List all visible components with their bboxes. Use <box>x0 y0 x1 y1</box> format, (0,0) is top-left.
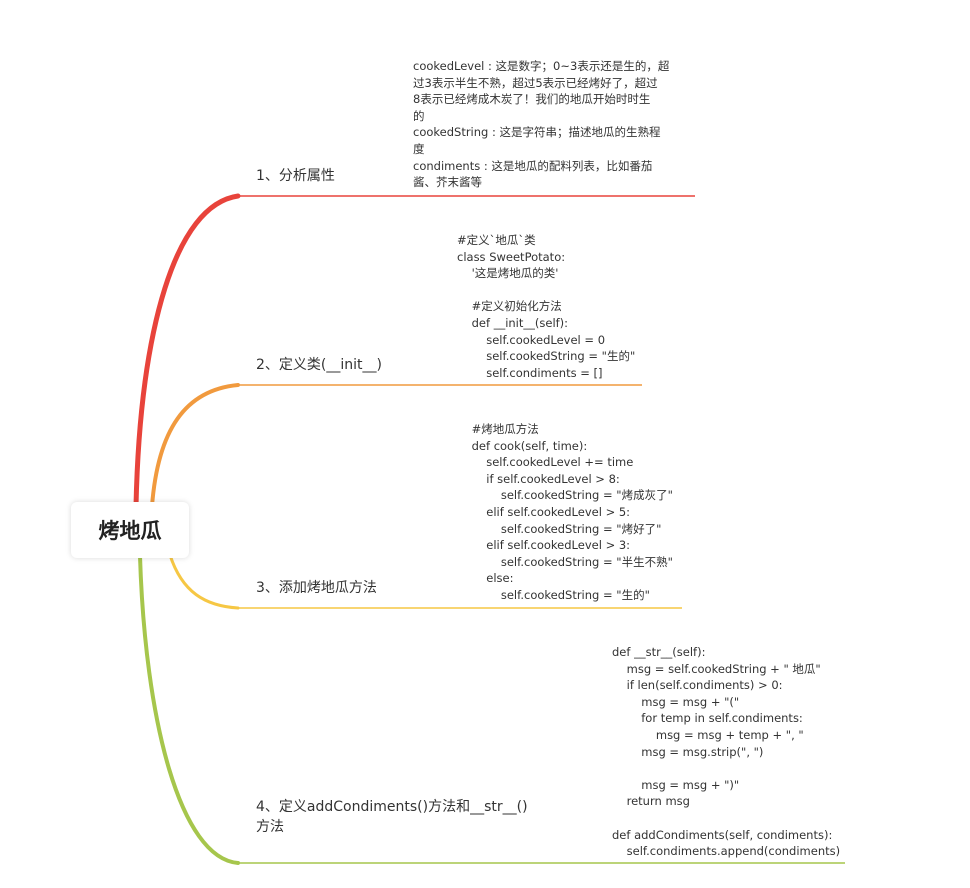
note-line: self.condiments = [] <box>457 365 603 380</box>
note-line: self.cookedString = "烤好了" <box>457 521 662 536</box>
note-line: 度 <box>413 141 425 156</box>
note-line: else: <box>457 571 514 586</box>
note-line: self.condiments.append(condiments) <box>612 844 841 859</box>
connector-branch-1 <box>133 193 241 509</box>
note-line: class SweetPotato: <box>457 249 566 264</box>
note-line: def cook(self, time): <box>457 438 588 453</box>
note-line: 8表示已经烤成木炭了！我们的地瓜开始时时生 <box>413 92 651 107</box>
note-line: self.cookedLevel = 0 <box>457 332 606 347</box>
connector-branch-2 <box>150 383 240 508</box>
note-line <box>457 282 635 299</box>
note-line: for temp in self.condiments: <box>612 711 803 726</box>
note-line: msg = msg + ")" <box>612 777 740 792</box>
note-line: elif self.cookedLevel > 3: <box>457 538 631 553</box>
root-node[interactable]: 烤地瓜 <box>71 502 189 558</box>
note-line: msg = msg + temp + ", " <box>612 727 804 742</box>
note-line: def __str__(self): <box>612 645 706 659</box>
note-line: if len(self.condiments) > 0: <box>612 678 783 693</box>
note-line: self.cookedLevel += time <box>457 455 634 470</box>
branch-3-note: #烤地瓜方法 def cook(self, time): self.cooked… <box>457 421 673 604</box>
note-line: msg = msg + "(" <box>612 694 740 709</box>
branch-label-line-1: 4、定义addCondiments()方法和__str__() <box>256 799 528 815</box>
note-line: if self.cookedLevel > 8: <box>457 471 620 486</box>
note-line: #烤地瓜方法 <box>457 422 539 436</box>
note-line: return msg <box>612 794 690 809</box>
note-line: def addCondiments(self, condiments): <box>612 827 833 842</box>
note-line: cookedString : 这是字符串；描述地瓜的生熟程 <box>413 125 661 140</box>
note-line: #定义初始化方法 <box>457 299 562 314</box>
note-line: msg = self.cookedString + " 地瓜" <box>612 661 821 676</box>
branch-label-line-2: 方法 <box>256 819 284 835</box>
branch-label: 2、定义类(__init__) <box>256 357 382 373</box>
note-line: #定义`地瓜`类 <box>457 233 536 247</box>
branch-1-note: cookedLevel : 这是数字；0~3表示还是生的，超 过3表示半生不熟，… <box>413 58 698 191</box>
note-line: cookedLevel : 这是数字；0~3表示还是生的，超 <box>413 59 670 73</box>
connector-branch-3 <box>168 553 240 610</box>
note-line: 过3表示半生不熟，超过5表示已经烤好了，超过 <box>413 75 658 90</box>
note-line: self.cookedString = "生的" <box>457 587 650 602</box>
branch-node-4[interactable]: 4、定义addCondiments()方法和__str__() 方法 <box>256 797 528 837</box>
note-line: self.cookedString = "烤成灰了" <box>457 488 673 503</box>
note-line: def __init__(self): <box>457 315 569 330</box>
note-line: 的 <box>413 108 425 123</box>
note-line <box>612 760 840 777</box>
root-label: 烤地瓜 <box>98 519 162 543</box>
note-line: 酱、芥末酱等 <box>413 175 482 190</box>
note-line: elif self.cookedLevel > 5: <box>457 504 631 519</box>
note-line: '这是烤地瓜的类' <box>457 266 559 281</box>
note-line: msg = msg.strip(", ") <box>612 744 764 759</box>
branch-node-1[interactable]: 1、分析属性 <box>256 166 335 186</box>
branch-4-note: def __str__(self): msg = self.cookedStri… <box>612 644 840 860</box>
note-line: self.cookedString = "半生不熟" <box>457 554 673 569</box>
branch-label: 3、添加烤地瓜方法 <box>256 580 377 596</box>
branch-node-3[interactable]: 3、添加烤地瓜方法 <box>256 578 377 598</box>
note-line: condiments : 这是地瓜的配料列表，比如番茄 <box>413 158 653 173</box>
note-line: self.cookedString = "生的" <box>457 349 636 364</box>
branch-label: 1、分析属性 <box>256 168 335 184</box>
branch-node-2[interactable]: 2、定义类(__init__) <box>256 355 382 375</box>
connector-branch-4 <box>138 554 240 865</box>
note-line <box>612 810 840 827</box>
branch-2-note: #定义`地瓜`类 class SweetPotato: '这是烤地瓜的类' #定… <box>457 232 635 381</box>
